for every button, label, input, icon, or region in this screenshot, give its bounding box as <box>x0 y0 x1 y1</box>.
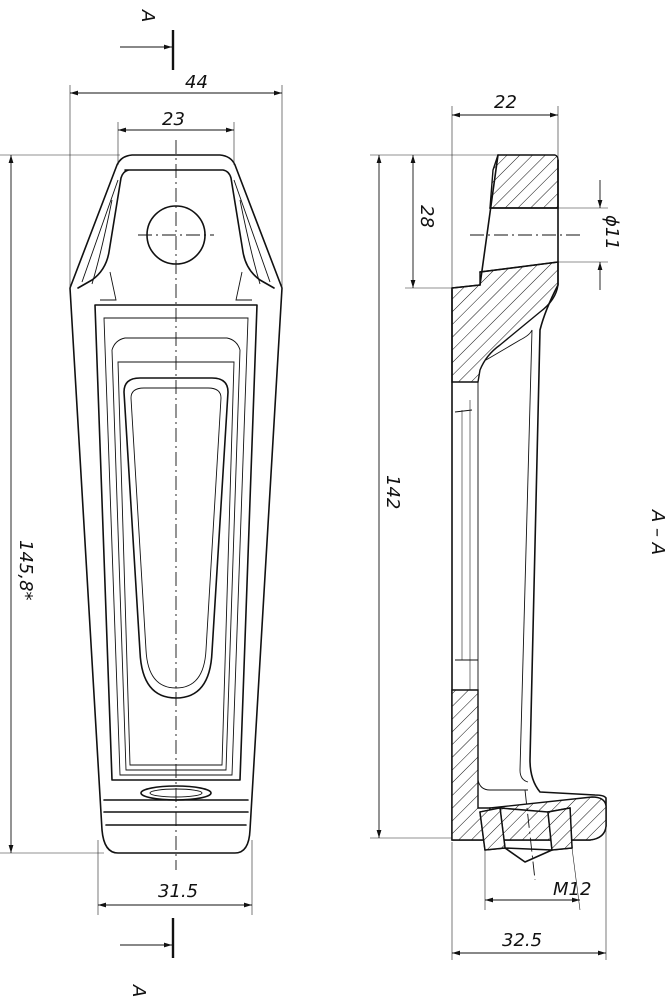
dim-front-top-width: 23 <box>162 109 185 130</box>
front-web-frame-outer <box>94 304 258 781</box>
section-web-inner <box>477 329 533 791</box>
section-dimensions: 22 28 ϕ11 142 M12 32.5 <box>370 92 622 960</box>
dim-section-height: 142 <box>382 475 403 509</box>
dim-section-width: 22 <box>494 92 517 113</box>
front-window-inner <box>130 387 222 689</box>
front-web-frame-2 <box>103 317 249 776</box>
section-top-boss-hatch <box>489 154 559 209</box>
dim-section-hole-offset: 28 <box>416 205 437 228</box>
section-title: A – A <box>647 509 668 555</box>
cut-label-top: A <box>137 9 158 22</box>
front-boss-fillet <box>91 199 261 285</box>
dim-front-height: 145,8* <box>15 540 36 601</box>
front-boss-contour <box>77 169 275 289</box>
front-web-frame-3 <box>111 337 241 771</box>
dim-section-hole-diameter: ϕ11 <box>601 215 622 250</box>
cut-line-markers: A A <box>120 9 175 997</box>
front-dimensions: 44 23 145,8* 31.5 <box>0 72 283 915</box>
front-boss-edge <box>81 179 271 283</box>
section-hole-core <box>499 807 553 863</box>
dim-section-thread: M12 <box>553 879 591 900</box>
front-shoulder <box>100 271 252 301</box>
section-thread-left <box>479 807 506 851</box>
section-web-steps <box>454 409 478 661</box>
section-thread-right <box>547 807 573 851</box>
section-top-boss-hatch-lower <box>451 261 559 383</box>
section-thread-centerline <box>524 789 536 881</box>
section-view <box>451 154 607 881</box>
front-window-outer <box>123 377 229 699</box>
front-web-frame-4 <box>117 361 235 766</box>
section-hole-bore <box>479 207 559 273</box>
dim-front-bottom-width: 31.5 <box>158 881 198 902</box>
cut-label-bottom: A <box>128 984 149 997</box>
dim-front-width: 44 <box>185 72 208 93</box>
dim-section-bottom-length: 32.5 <box>502 930 542 951</box>
front-view <box>69 140 283 870</box>
